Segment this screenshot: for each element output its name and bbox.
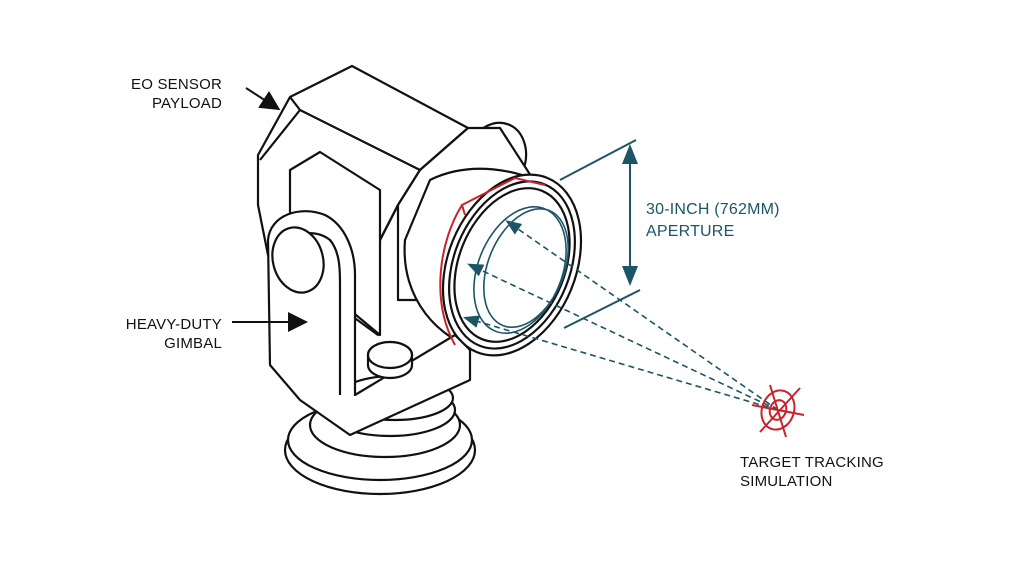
target-label-line1: TARGET TRACKING [740,454,884,471]
payload-label: EO SENSOR PAYLOAD [131,75,222,113]
payload-label-line2: PAYLOAD [151,95,222,112]
aperture-label-line1: 30-INCH (762MM) [646,201,780,218]
gimbal-label: HEAVY-DUTY GIMBAL [126,315,222,353]
tracking-rays [462,220,779,411]
aperture-label-line2: APERTURE [646,223,735,240]
gimbal-fork [266,210,472,437]
gimbal-label-line1: HEAVY-DUTY [125,316,222,333]
target-label: TARGET TRACKING SIMULATION [740,453,884,491]
payload-callout-arrow [245,87,281,111]
target-label-line2: SIMULATION [740,473,833,490]
aperture-dimension [559,139,641,329]
aperture-label: 30-INCH (762MM) APERTURE [646,199,780,243]
focus-ring-highlight [439,176,546,346]
target-reticle-icon [751,384,805,438]
payload-label-line1: EO SENSOR [131,76,222,93]
gimbal-label-line2: GIMBAL [164,335,222,352]
lens-barrel [403,167,583,357]
